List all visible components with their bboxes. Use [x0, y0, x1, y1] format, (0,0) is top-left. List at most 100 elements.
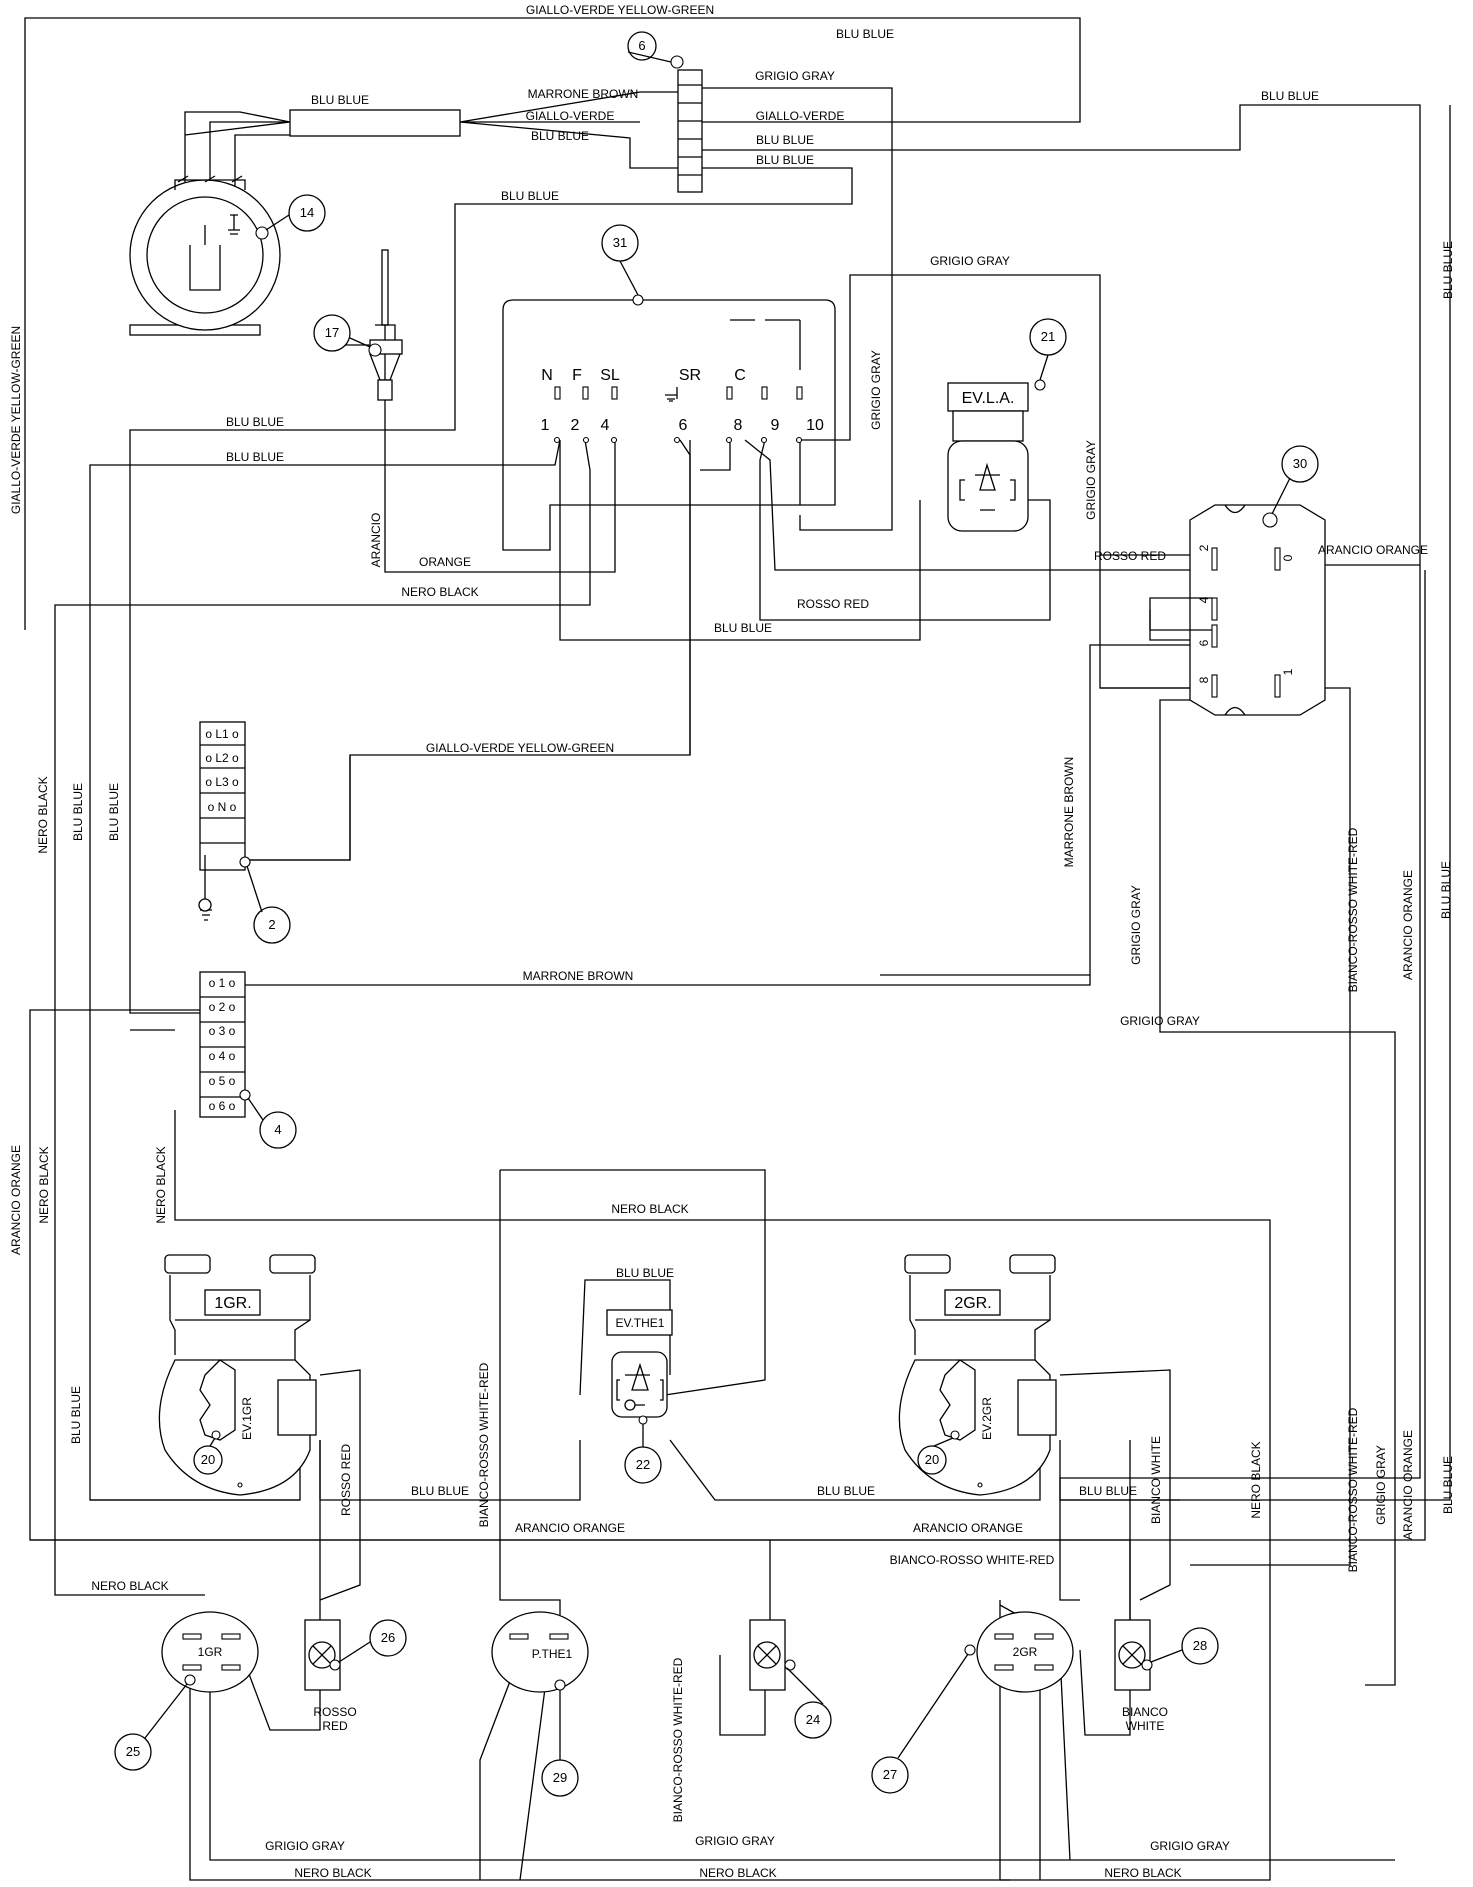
wire-label-blu-6-left: BLU BLUE [531, 129, 589, 143]
controller-number-2: 2 [571, 417, 580, 434]
wire-label-blu-v3: BLU BLUE [107, 783, 121, 841]
wire-label-grigio-b3: GRIGIO GRAY [1150, 1839, 1230, 1853]
wire-label-rosso-1gr: ROSSO RED [339, 1444, 353, 1516]
wire-label-blu-mid: BLU BLUE [501, 189, 559, 203]
callout-20: 20 [925, 1452, 939, 1467]
callout-6: 6 [638, 38, 645, 53]
wire-label-bianco-2gr: BIANCO WHITE [1149, 1436, 1163, 1524]
wire-label-arancio-r2: ARANCIO ORANGE [1401, 1430, 1415, 1540]
relay-pin-8: 8 [1197, 676, 1211, 683]
label-p-the1: P.THE1 [532, 1647, 573, 1661]
callout-28: 28 [1193, 1638, 1207, 1653]
wire-label-nero-right-low: NERO BLACK [1249, 1441, 1263, 1518]
terminal-block-aux [199, 971, 246, 1118]
callout-27: 27 [883, 1767, 897, 1782]
terminal-main-l2: o L2 o [205, 751, 239, 765]
callout-21: 21 [1041, 329, 1055, 344]
terminal-aux-5: o 5 o [209, 1074, 236, 1088]
pushbuttons [161, 1611, 1074, 1693]
label-sw-2gr: 2GR [1013, 1645, 1038, 1659]
controller-number-4: 4 [601, 417, 610, 434]
wire-label-arancio-30: ARANCIO ORANGE [1318, 543, 1428, 557]
wire-label-marrone-6: MARRONE BROWN [528, 87, 639, 101]
terminal-text-layer: o L1 oo L2 oo L3 oo N oo 1 oo 2 oo 3 oo … [205, 727, 239, 1113]
wire-label-bianco-rosso-the: BIANCO-ROSSO WHITE-RED [477, 1362, 491, 1527]
wire-label-nero-mid: NERO BLACK [401, 585, 478, 599]
wire-label-bianco-rosso-r2: BIANCO-ROSSO WHITE-RED [1346, 1407, 1360, 1572]
relay-pin-6: 6 [1197, 639, 1211, 646]
harness-sleeve [289, 109, 461, 137]
wires [24, 17, 1451, 1881]
wire-label-marrone-vert: MARRONE BROWN [1062, 757, 1076, 868]
controller-terminal-c: C [734, 367, 746, 384]
wire-label-layer: GIALLO-VERDE YELLOW-GREEN BLU BLUE BLU BLU… [9, 3, 1455, 1880]
callout-14: 14 [300, 205, 314, 220]
wire-label-rosso-red-26b: RED [322, 1719, 348, 1733]
label-2gr: 2GR. [954, 1295, 991, 1312]
wire-label-blu-v-right: BLU BLUE [1439, 861, 1453, 919]
wire-label-arancio-bottom2: ARANCIO ORANGE [913, 1521, 1023, 1535]
wire-label-nero-left-v2: NERO BLACK [154, 1146, 168, 1223]
wire-label-nero-v1: NERO BLACK [36, 776, 50, 853]
wire-label-blu-v2: BLU BLUE [71, 783, 85, 841]
wire-label-nero-horiz: NERO BLACK [611, 1202, 688, 1216]
controller-terminal-n: N [541, 367, 553, 384]
wire-label-nero-b1: NERO BLACK [294, 1866, 371, 1880]
wire-label-gv-6-right: GIALLO-VERDE [756, 109, 845, 123]
terminal-aux-6: o 6 o [209, 1099, 236, 1113]
terminal-main-n: o N o [208, 800, 237, 814]
wire-label-gv-top: GIALLO-VERDE YELLOW-GREEN [526, 3, 714, 17]
wire-label-grigio-mid-right: GRIGIO GRAY [1120, 1014, 1200, 1028]
callout-17: 17 [325, 325, 339, 340]
relay-pin-4: 4 [1197, 596, 1211, 603]
wire-label-gv-left-vert: GIALLO-VERDE YELLOW-GREEN [9, 326, 23, 514]
callout-circles [114, 31, 1319, 1797]
wire-label-bianco-28a: BIANCO [1122, 1705, 1168, 1719]
wire-label-grigio-b1: GRIGIO GRAY [265, 1839, 345, 1853]
group-head-1 [158, 1254, 317, 1496]
wire-label-gv-6-left: GIALLO-VERDE [526, 109, 615, 123]
wire-label-rosso-red-26a: ROSSO [313, 1705, 356, 1719]
wire-label-blu-right-vert-top: BLU BLUE [1441, 241, 1455, 299]
controller-number-1: 1 [541, 417, 550, 434]
controller-terminal-sr: SR [679, 367, 701, 384]
label-ev-the1: EV.THE1 [616, 1316, 665, 1330]
wire-label-nero-left-v: NERO BLACK [37, 1146, 51, 1223]
ev-the1-valve [606, 1309, 673, 1418]
callout-2: 2 [268, 917, 275, 932]
controller-number-8: 8 [734, 417, 743, 434]
wire-label-blu-left2: BLU BLUE [226, 450, 284, 464]
wire-label-nero-1gr: NERO BLACK [91, 1579, 168, 1593]
wire-label-arancio-bottom1: ARANCIO ORANGE [515, 1521, 625, 1535]
wire-label-grigio-top: GRIGIO GRAY [930, 254, 1010, 268]
wire-label-grigio-v-30: GRIGIO GRAY [1129, 885, 1143, 965]
wire-label-blu-left-low: BLU BLUE [69, 1386, 83, 1444]
label-ev1gr: EV.1GR [240, 1397, 254, 1440]
wire-label-marrone-4: MARRONE BROWN [523, 969, 634, 983]
controller-number-6: 6 [679, 417, 688, 434]
wire-label-nero-b2: NERO BLACK [699, 1866, 776, 1880]
controller-number-10: 10 [806, 417, 824, 434]
wire-label-grigio-6: GRIGIO GRAY [755, 69, 835, 83]
callout-31: 31 [613, 235, 627, 250]
terminal-strip-6 [677, 69, 703, 193]
callout-22: 22 [636, 1457, 650, 1472]
wire-label-blu-bottom1: BLU BLUE [411, 1484, 469, 1498]
relay-pin-0: 0 [1281, 554, 1295, 561]
relay-pin-1: 1 [1281, 668, 1295, 675]
terminal-main-l3: o L3 o [205, 775, 239, 789]
thermostat-probe [340, 249, 403, 401]
wire-label-blu-top-right: BLU BLUE [836, 27, 894, 41]
callout-29: 29 [553, 1770, 567, 1785]
terminal-block-main [198, 721, 246, 921]
wire-label-grigio-vert-21: GRIGIO GRAY [1084, 440, 1098, 520]
wire-label-blu-bottom3: BLU BLUE [1079, 1484, 1137, 1498]
wire-label-arancio-v: ARANCIO ORANGE [1401, 870, 1415, 980]
terminal-main-l1: o L1 o [205, 727, 239, 741]
controller-number-9: 9 [771, 417, 780, 434]
wire-label-grigio-b2: GRIGIO GRAY [695, 1834, 775, 1848]
wire-label-blu-far-right: BLU BLUE [1261, 89, 1319, 103]
wire-label-arancio-17: ARANCIO [369, 513, 383, 568]
